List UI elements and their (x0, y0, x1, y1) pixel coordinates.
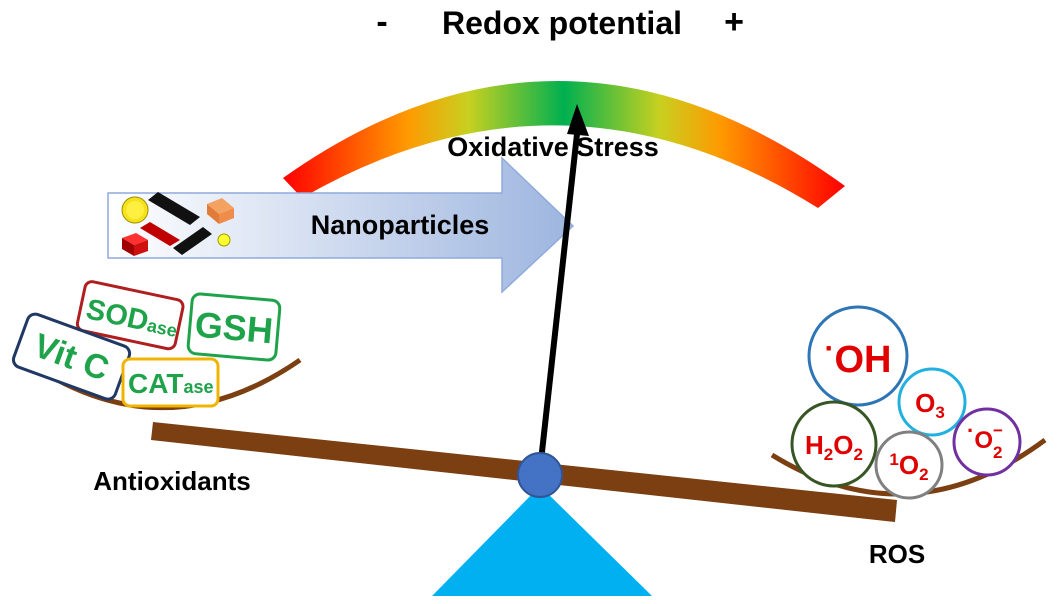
nanoparticles-label: Nanoparticles (311, 210, 490, 240)
ros-species: ·OH O3 H2O2 1O2 ·O−2 (790, 305, 1022, 500)
plus-sign: + (724, 3, 744, 41)
antioxidants-label: Antioxidants (93, 466, 250, 496)
superoxide: ·O−2 (952, 407, 1022, 477)
catase-sub: ase (183, 377, 213, 397)
catase-tag: CATase (121, 357, 220, 408)
pivot-circle (517, 452, 563, 498)
gsh-tag: GSH (186, 292, 282, 362)
minus-sign: - (376, 3, 387, 41)
needle-pointer (537, 104, 589, 471)
oxidative-stress-label: Oxidative Stress (447, 132, 659, 162)
svg-text:·OH: ·OH (825, 332, 892, 381)
ozone: O3 (897, 367, 967, 437)
svg-text:CATase: CATase (128, 368, 214, 399)
redox-potential-title: - Redox potential + (376, 3, 744, 41)
catase-main: CAT (128, 368, 183, 399)
nanoparticles-arrow: Nanoparticles (107, 156, 575, 294)
gsh-text: GSH (193, 304, 274, 352)
nanoparticle-icons (121, 192, 234, 256)
black-rod-icon-2 (173, 227, 212, 255)
singlet-oxygen: 1O2 (874, 430, 944, 500)
antioxidant-items: SODase GSH Vit C CATase (11, 280, 282, 408)
spiky-sphere-icon (121, 196, 149, 224)
sodase-tag: SODase (75, 280, 185, 351)
red-rod-icon (140, 222, 180, 246)
redox-gauge-arc (283, 80, 845, 208)
svg-text:1O2: 1O2 (889, 450, 928, 484)
hydrogen-peroxide: H2O2 (790, 400, 878, 488)
yellow-sphere-icon (217, 233, 231, 247)
hydroxyl-radical: ·OH (807, 305, 909, 407)
balance-base (432, 486, 652, 596)
svg-text:H2O2: H2O2 (805, 430, 863, 464)
title-text: Redox potential (442, 5, 682, 41)
black-rod-icon (148, 192, 200, 225)
orange-cube-icon (207, 198, 234, 224)
svg-text:O3: O3 (915, 388, 945, 422)
ros-label: ROS (869, 539, 925, 569)
svg-text:·O−2: ·O−2 (967, 418, 1003, 462)
red-cube-icon (122, 233, 148, 256)
